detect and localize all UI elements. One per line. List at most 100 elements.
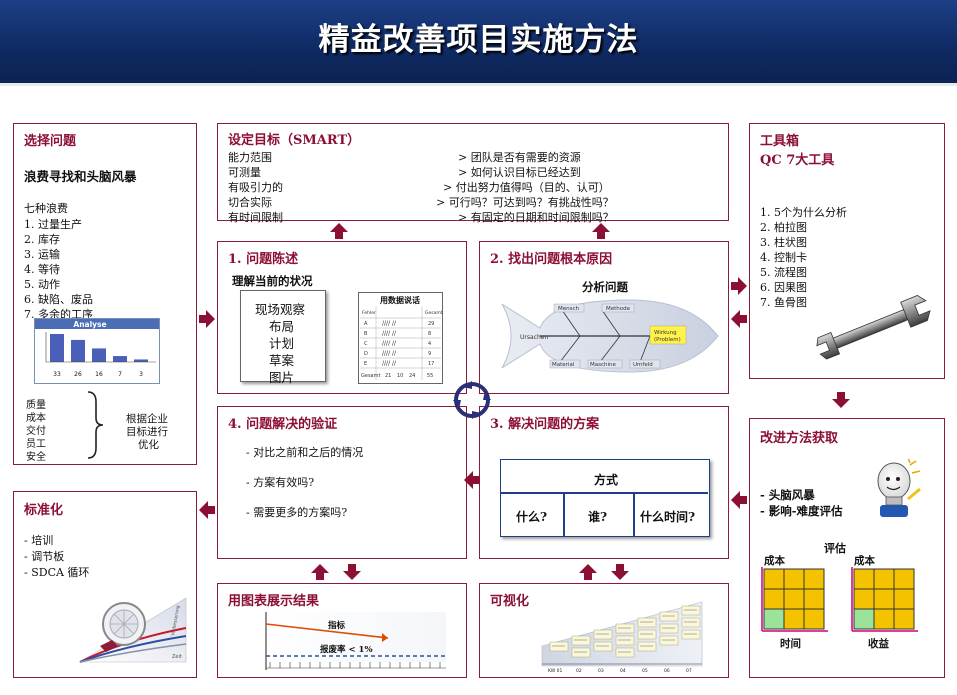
goal-item: 员工: [26, 439, 46, 450]
observation-item: 图片: [269, 370, 295, 385]
toolbox-title: 工具箱: [760, 134, 800, 149]
verify-item: - 对比之前和之后的情况: [246, 446, 364, 459]
kw-axis-label: 06: [664, 668, 670, 674]
grid-cell: [763, 608, 785, 630]
step4-title: 4. 问题解决的验证: [228, 417, 338, 432]
grid-cell: [873, 588, 895, 610]
toolbox-subtitle: QC 7大工具: [760, 153, 835, 168]
post-it-note: [681, 617, 701, 628]
impact-grid-benefit: [851, 567, 918, 632]
goal-note: 根据企业: [126, 413, 168, 425]
sdca-ramp-illustration: Verbesserung Zeit: [78, 597, 187, 663]
sheet-header-right: Gesamt: [425, 310, 443, 316]
sheet-row-label: B: [364, 331, 368, 337]
smart-left: 可测量: [228, 166, 261, 179]
arrow-down-icon: [611, 564, 629, 580]
observation-item: 布局: [269, 319, 295, 334]
grid-cell: [803, 608, 825, 630]
sheet-row-label: D: [364, 351, 368, 357]
sheet-row-label: E: [364, 361, 367, 367]
grid-cell: [803, 588, 825, 610]
kw-axis-label: 05: [642, 668, 648, 674]
kw-axis-label: 03: [598, 668, 604, 674]
action-plan-table: 方式 什么? 谁? 什么时间?: [500, 459, 710, 537]
arrow-left-icon: [731, 491, 747, 509]
sheet-tally: //// //: [382, 350, 397, 357]
pareto-value: 26: [74, 371, 82, 378]
smart-right: > 可行吗？可达到吗？有挑战性吗？: [436, 196, 614, 209]
page-title: 精益改善项目实施方法: [318, 22, 639, 58]
select-title: 选择问题: [24, 134, 77, 149]
smart-left: 切合实际: [228, 196, 272, 209]
fish-label: Maschine: [590, 362, 617, 368]
plan-table-title: 方式: [594, 473, 619, 487]
smart-right: > 团队是否有需要的资源: [458, 151, 581, 164]
tool-item: 5. 流程图: [760, 266, 807, 279]
grid1-x-label: 时间: [780, 638, 801, 650]
post-it-note: [615, 623, 635, 634]
header-banner: 精益改善项目实施方法: [0, 0, 957, 83]
smart-left: 能力范围: [228, 151, 272, 164]
fish-label: Wirkung: [654, 330, 677, 336]
step4-panel: 4. 问题解决的验证 - 对比之前和之后的情况 - 方案有效吗? - 需要更多的…: [217, 406, 467, 559]
target-label: 指标: [328, 620, 346, 631]
grid-cell: [803, 568, 825, 590]
cycle-icon: [453, 381, 491, 419]
pareto-bar: [113, 356, 127, 362]
post-it-note: [659, 623, 679, 634]
smart-right: > 付出努力值得吗（目的、认可）: [443, 181, 610, 194]
pareto-bar: [134, 359, 148, 362]
pareto-value: 7: [118, 371, 122, 378]
post-it-note: [615, 647, 635, 658]
grid-cell: [893, 568, 915, 590]
fish-label: Material: [552, 362, 575, 368]
post-it-note: [571, 635, 591, 646]
standard-item: - SDCA 循环: [24, 566, 90, 579]
pareto-value: 16: [95, 371, 103, 378]
smart-right: > 有固定的日期和时间限制吗？: [458, 211, 614, 224]
arrow-left-icon: [731, 310, 747, 328]
arrow-up-icon: [579, 564, 597, 580]
fish-label: (Problem): [654, 337, 681, 343]
arrow-left-icon: [464, 471, 480, 489]
observation-item: 现场观察: [255, 302, 306, 317]
ramp-label: Verbesserung: [170, 605, 181, 637]
goal-item: 质量: [26, 400, 46, 411]
kw-axis-label: KW 01: [548, 668, 563, 674]
post-it-note: [637, 641, 657, 652]
post-it-note: [615, 635, 635, 646]
step2-panel: 2. 找出问题根本原因 分析问题 Mensch Methode Ursachen…: [479, 241, 729, 394]
post-it-note: [637, 617, 657, 628]
arrow-up-icon: [592, 223, 610, 239]
tool-item: 1. 5个为什么分析: [760, 206, 847, 219]
grid-cell: [853, 568, 875, 590]
grid-cell: [853, 608, 875, 630]
arrow-up-icon: [311, 564, 329, 580]
sheet-footer: Gesamt: [361, 373, 380, 379]
lightbulb-icon: [877, 459, 921, 517]
waste-heading: 七种浪费: [24, 202, 68, 215]
sheet-row-total: 29: [428, 321, 434, 327]
arrow-right-icon: [199, 310, 215, 328]
fish-label: Ursachen: [520, 334, 548, 341]
step2-subtitle: 分析问题: [582, 280, 628, 294]
grid-cell: [873, 608, 895, 630]
brace-icon: [87, 391, 104, 459]
tool-item: 7. 鱼骨图: [760, 296, 807, 309]
wrench-icon: [816, 295, 931, 360]
sheet-row-total: 4: [428, 341, 431, 347]
post-it-note: [593, 641, 613, 652]
goal-item: 成本: [26, 413, 46, 424]
waste-item: 2. 库存: [24, 233, 60, 246]
select-subtitle: 浪费寻找和头脑风暴: [24, 169, 137, 184]
grid-cell: [893, 588, 915, 610]
sheet-tally: //// //: [382, 360, 397, 367]
grid-cell: [873, 568, 895, 590]
select-problem-panel: 选择问题 浪费寻找和头脑风暴 七种浪费 1. 过量生产 2. 库存 3. 运输 …: [13, 123, 197, 465]
improve-title: 改进方法获取: [760, 431, 839, 446]
improve-item: - 头脑风暴: [760, 488, 815, 502]
improve-panel: 改进方法获取 - 头脑风暴 - 影响-难度评估 评估 成本 成本 时间 收益: [749, 418, 945, 678]
pareto-value: 33: [53, 371, 61, 378]
sheet-footer: 24: [409, 373, 415, 379]
post-it-note: [549, 641, 569, 652]
